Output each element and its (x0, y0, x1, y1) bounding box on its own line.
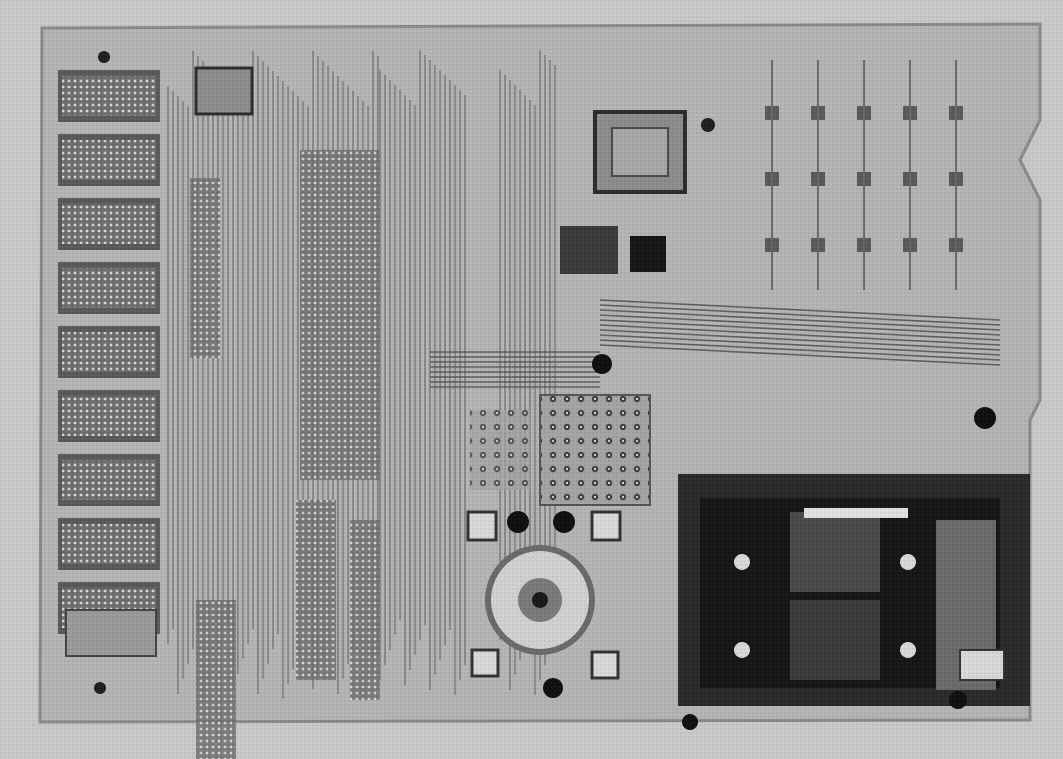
halftone-overlay (0, 0, 1063, 759)
circuit-board-photo (0, 0, 1063, 759)
